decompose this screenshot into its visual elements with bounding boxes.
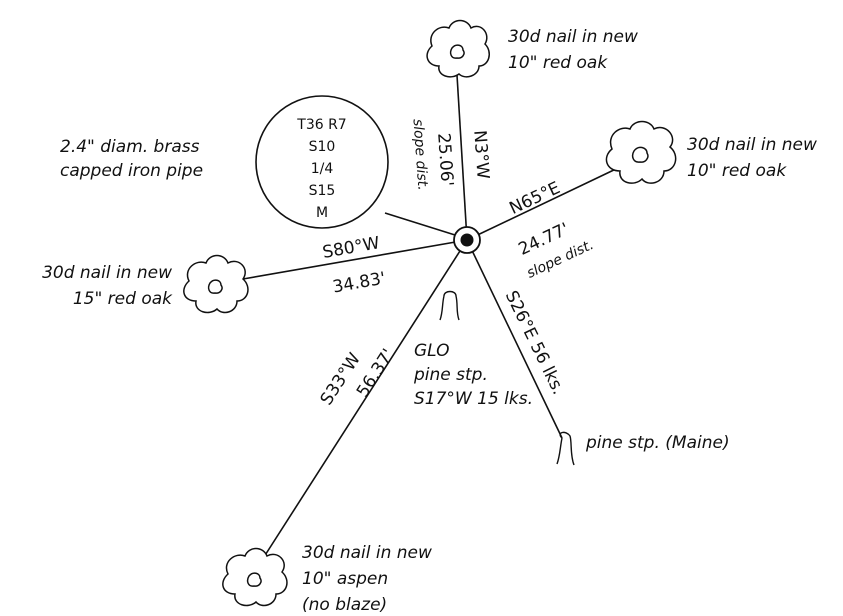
- glo-pine-stump-icon: [439, 290, 460, 321]
- glo-stump-label-2: pine stp.: [413, 365, 488, 385]
- distance-north: 25.06': [433, 132, 457, 187]
- monument-label-2: capped iron pipe: [60, 161, 203, 181]
- bearing-east: N65°E: [506, 178, 563, 219]
- note-north: slope dist.: [410, 118, 431, 191]
- bearing-southwest: S33°W: [317, 349, 365, 408]
- brass-cap-monument-icon: [453, 226, 481, 254]
- bearing-north: N3°W: [469, 130, 492, 180]
- tree-southwest-label-1: 30d nail in new: [302, 543, 432, 563]
- pine-stump-maine-icon: [556, 431, 575, 466]
- tree-west-label-1: 30d nail in new: [42, 263, 172, 283]
- cap-inscription-circle: [255, 95, 389, 229]
- tree-southwest-icon: [222, 547, 288, 607]
- cap-line-1: T36 R7: [296, 117, 346, 133]
- cap-line-5: M: [316, 205, 328, 221]
- distance-west: 34.83': [331, 269, 387, 298]
- glo-stump-label-3: S17°W 15 lks.: [414, 389, 533, 409]
- tie-line-east: [466, 167, 619, 241]
- tie-line-southwest: [261, 239, 468, 561]
- tie-line-west: [242, 239, 468, 280]
- tree-southwest-label-3: (no blaze): [302, 595, 387, 615]
- tree-north-icon: [426, 19, 490, 78]
- tree-east-icon: [605, 120, 677, 184]
- cap-line-3: 1/4: [311, 161, 334, 177]
- tree-east-label-2: 10" red oak: [687, 161, 787, 181]
- tie-line-southeast: [466, 239, 563, 439]
- stump-maine-label: pine stp. (Maine): [585, 433, 730, 453]
- bearing-west: S80°W: [321, 233, 382, 263]
- distance-southwest: 56.37': [353, 345, 399, 401]
- tree-north-label-1: 30d nail in new: [508, 27, 638, 47]
- tree-north-label-2: 10" red oak: [508, 53, 608, 73]
- glo-stump-label-1: GLO: [414, 341, 450, 361]
- tree-east-label-1: 30d nail in new: [687, 135, 817, 155]
- leader-line-brass-cap: [384, 212, 456, 236]
- cap-line-2: S10: [309, 139, 336, 155]
- tree-west-icon: [183, 254, 249, 314]
- cap-inscription: T36 R7 S10 1/4 S15 M: [255, 95, 389, 229]
- tree-southwest-label-2: 10" aspen: [302, 569, 388, 589]
- cap-line-4: S15: [309, 183, 336, 199]
- tree-west-label-2: 15" red oak: [73, 289, 173, 309]
- tie-line-north: [456, 74, 468, 241]
- monument-label-1: 2.4" diam. brass: [60, 137, 200, 157]
